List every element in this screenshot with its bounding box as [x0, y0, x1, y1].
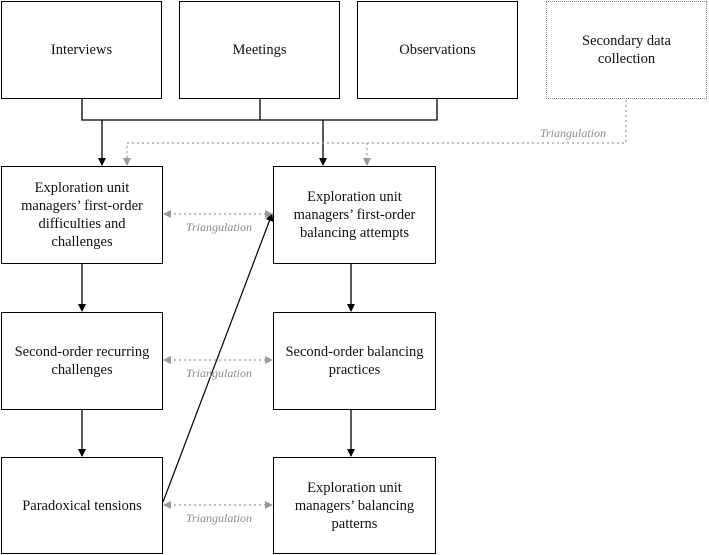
paradoxical-tensions-box: Paradoxical tensions — [1, 457, 163, 554]
second-order-practices-box: Second-order balancing practices — [273, 312, 436, 410]
interviews-label: Interviews — [50, 42, 113, 58]
triangulation-label-1: Triangulation — [186, 220, 253, 234]
observations-label: Observations — [399, 42, 476, 58]
secondary-data-box: Secondary data collection — [546, 1, 707, 99]
second-order-challenges-box: Second-order recurring challenges — [1, 312, 163, 410]
second-order-challenges-label: Second-order recurring challenges — [14, 344, 150, 378]
first-order-balancing-box: Exploration unit managers’ first-order b… — [273, 166, 436, 264]
arrow-paradox-to-balancing-attempts — [162, 213, 274, 503]
first-order-balancing-label: Exploration unit managers’ first-order b… — [293, 189, 416, 241]
triangulation-label-3: Triangulation — [186, 511, 253, 525]
balancing-patterns-label: Exploration unit managers’ balancing pat… — [294, 479, 415, 532]
interviews-box: Interviews — [1, 1, 162, 99]
second-order-practices-label: Second-order balancing practices — [285, 344, 424, 378]
first-order-difficulties-label: Exploration unit managers’ first-order d… — [21, 180, 143, 250]
triangulation-label-2: Triangulation — [186, 366, 253, 380]
meetings-label: Meetings — [232, 42, 287, 58]
meetings-box: Meetings — [179, 1, 340, 99]
secondary-data-label: Secondary data collection — [582, 33, 671, 67]
balancing-patterns-box: Exploration unit managers’ balancing pat… — [273, 457, 436, 554]
observations-box: Observations — [357, 1, 518, 99]
sources-merge-line — [81, 98, 438, 121]
triangulation-label-secondary: Triangulation — [540, 126, 607, 140]
first-order-difficulties-box: Exploration unit managers’ first-order d… — [1, 166, 163, 264]
paradoxical-tensions-label: Paradoxical tensions — [22, 497, 142, 514]
secondary-triangulation-line — [123, 100, 627, 166]
